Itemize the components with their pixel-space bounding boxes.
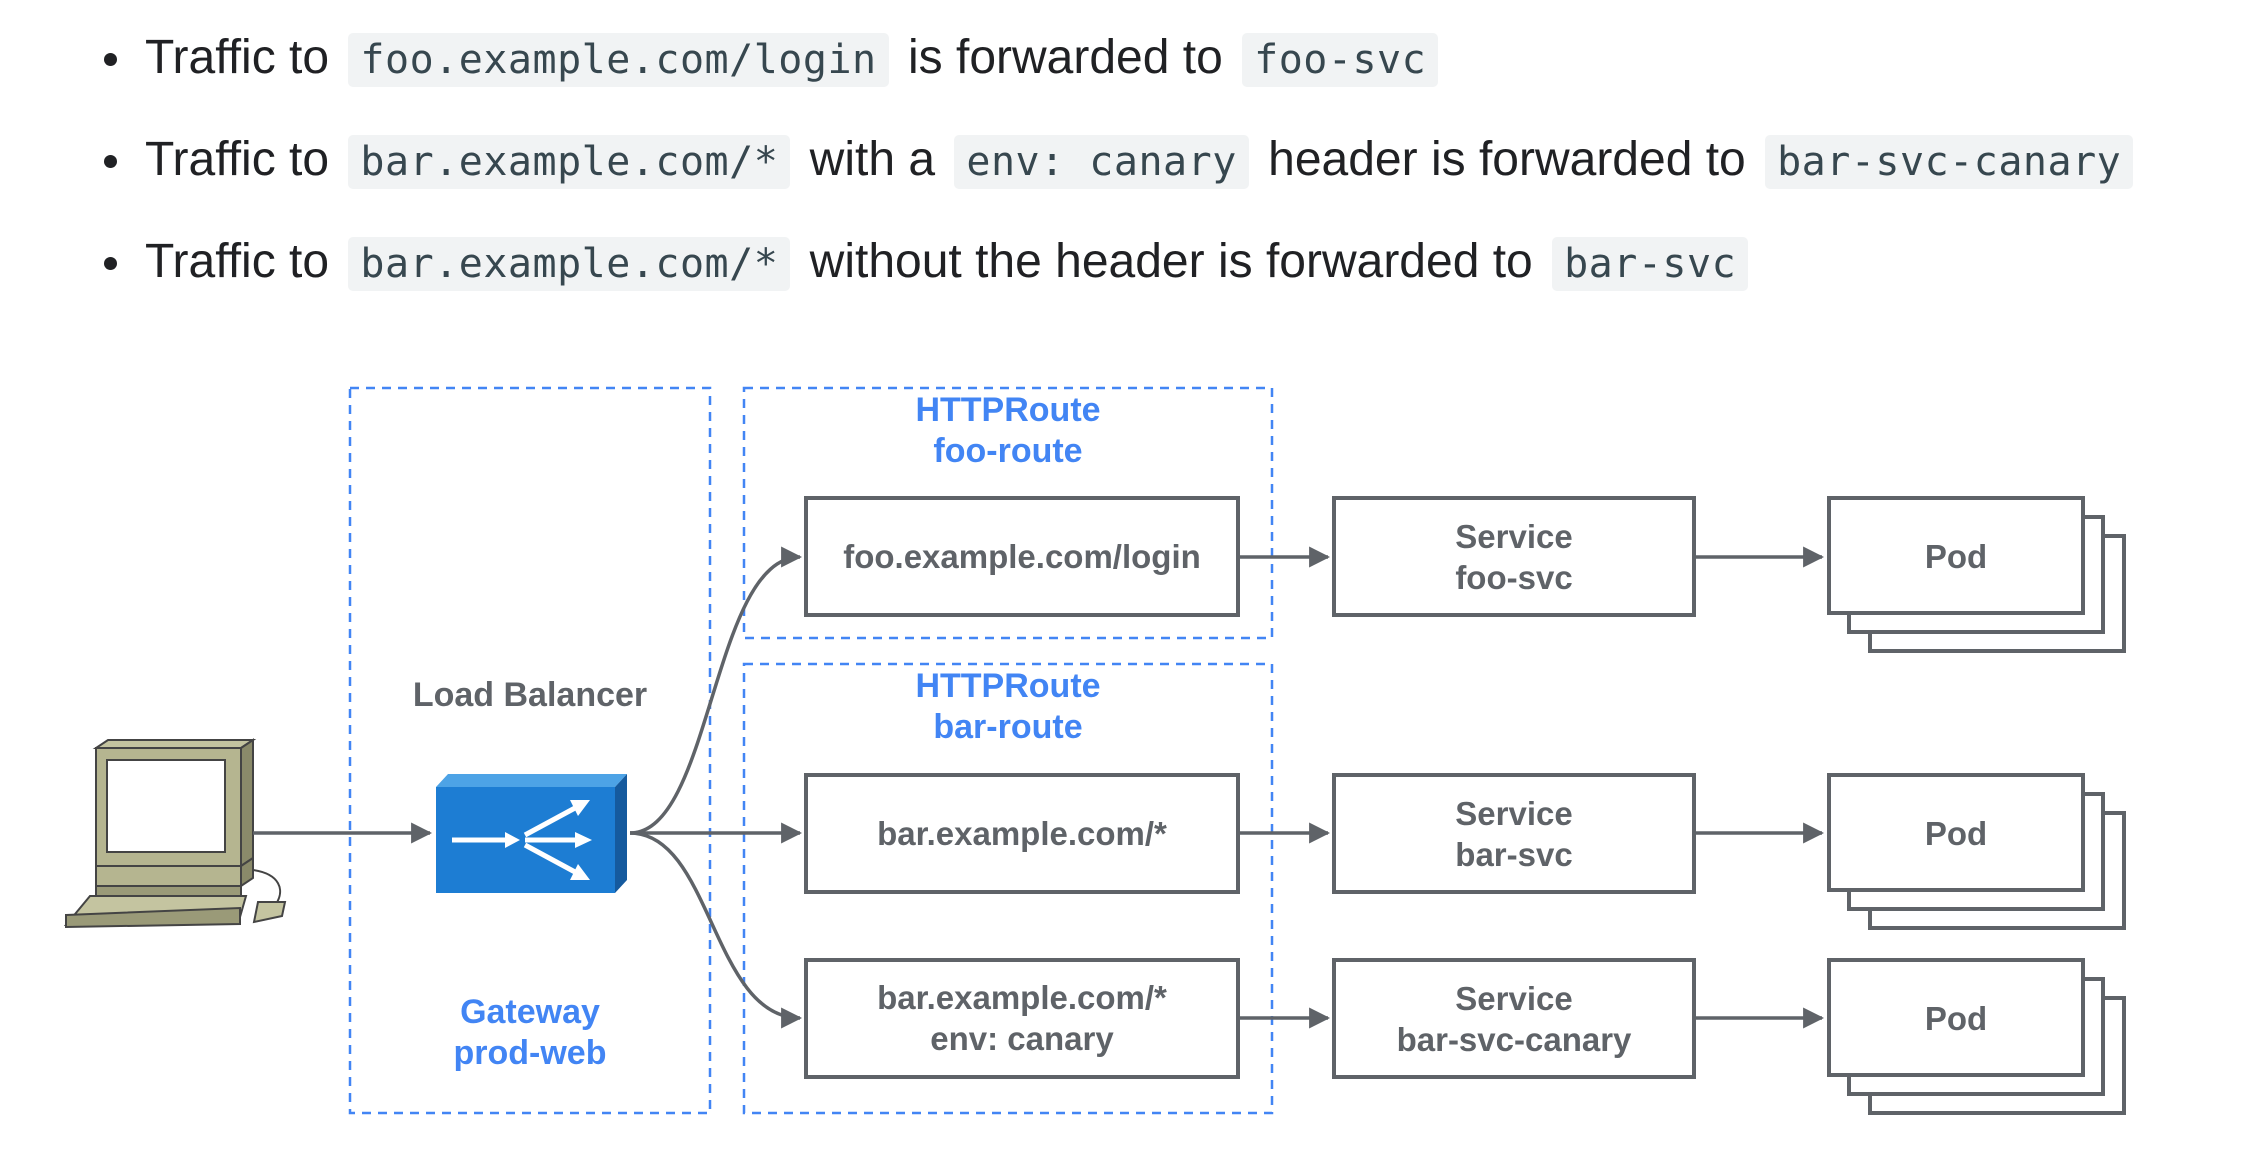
bullet-text: Traffic to: [145, 31, 330, 84]
foo-service-box: [1332, 496, 1696, 617]
gateway-container: [348, 386, 712, 1115]
bullet-text: header is forwarded to: [1268, 133, 1746, 186]
bar-route-container: [742, 662, 1274, 1115]
bar-pod-stack: Pod: [1827, 773, 2126, 930]
inline-code: bar.example.com/*: [348, 135, 791, 189]
inline-code: foo-svc: [1242, 33, 1439, 87]
gateway-name-label: prod-web: [454, 1034, 607, 1072]
foo-pod-stack: Pod: [1827, 496, 2126, 653]
foo-route-kind-label: HTTPRoute: [915, 391, 1100, 429]
bar-route-kind-label: HTTPRoute: [915, 667, 1100, 705]
list-item: Traffic to foo.example.com/login is forw…: [100, 18, 2200, 120]
inline-code: bar-svc-canary: [1765, 135, 2134, 189]
canary-rule-header-label: env: canary: [930, 1020, 1114, 1057]
canary-service-name-label: bar-svc-canary: [1397, 1021, 1632, 1058]
bar-service-name-label: bar-svc: [1455, 836, 1572, 873]
inline-code: bar.example.com/*: [348, 237, 791, 291]
foo-pod-label: Pod: [1925, 538, 1987, 575]
lb-to-foo-rule-arrow: [629, 546, 803, 835]
canary-rule-host-label: bar.example.com/*: [877, 979, 1167, 1016]
bullet-text: is forwarded to: [907, 31, 1223, 84]
foo-rule-box: [804, 496, 1240, 617]
foo-route-name-label: foo-route: [933, 432, 1082, 470]
inline-code: bar-svc: [1552, 237, 1749, 291]
bar-service-box: [1332, 773, 1696, 894]
lb-to-canary-rule-arrow: [629, 831, 803, 1029]
foo-route-container: [742, 386, 1274, 640]
canary-service-kind-label: Service: [1455, 980, 1572, 1017]
inline-code: foo.example.com/login: [348, 33, 889, 87]
list-item: Traffic to bar.example.com/* with a env:…: [100, 120, 2200, 222]
load-balancer-label: Load Balancer: [413, 676, 647, 714]
load-balancer-icon: [436, 774, 627, 893]
bar-rule-box: [804, 773, 1240, 894]
bullet-dot-icon: [104, 155, 117, 168]
bar-pod-label: Pod: [1925, 815, 1987, 852]
bullet-dot-icon: [104, 53, 117, 66]
canary-rule-box: [804, 958, 1240, 1079]
bullet-text: without the header is forwarded to: [809, 235, 1533, 288]
bullet-dot-icon: [104, 257, 117, 270]
bullet-text: Traffic to: [145, 235, 330, 288]
foo-service-name-label: foo-svc: [1455, 559, 1572, 596]
foo-service-kind-label: Service: [1455, 518, 1572, 555]
gateway-kind-label: Gateway: [460, 993, 600, 1031]
inline-code: env: canary: [954, 135, 1249, 189]
bar-rule-label: bar.example.com/*: [877, 815, 1167, 852]
canary-pod-label: Pod: [1925, 1000, 1987, 1037]
bar-service-kind-label: Service: [1455, 795, 1572, 832]
canary-pod-stack: Pod: [1827, 958, 2126, 1115]
bar-route-name-label: bar-route: [933, 708, 1082, 746]
bullet-text: with a: [809, 133, 936, 186]
computer-icon: [63, 738, 287, 929]
list-item: Traffic to bar.example.com/* without the…: [100, 222, 2200, 324]
requirements-list: Traffic to foo.example.com/login is forw…: [100, 18, 2200, 324]
canary-service-box: [1332, 958, 1696, 1079]
bullet-text: Traffic to: [145, 133, 330, 186]
foo-rule-label: foo.example.com/login: [843, 538, 1201, 575]
